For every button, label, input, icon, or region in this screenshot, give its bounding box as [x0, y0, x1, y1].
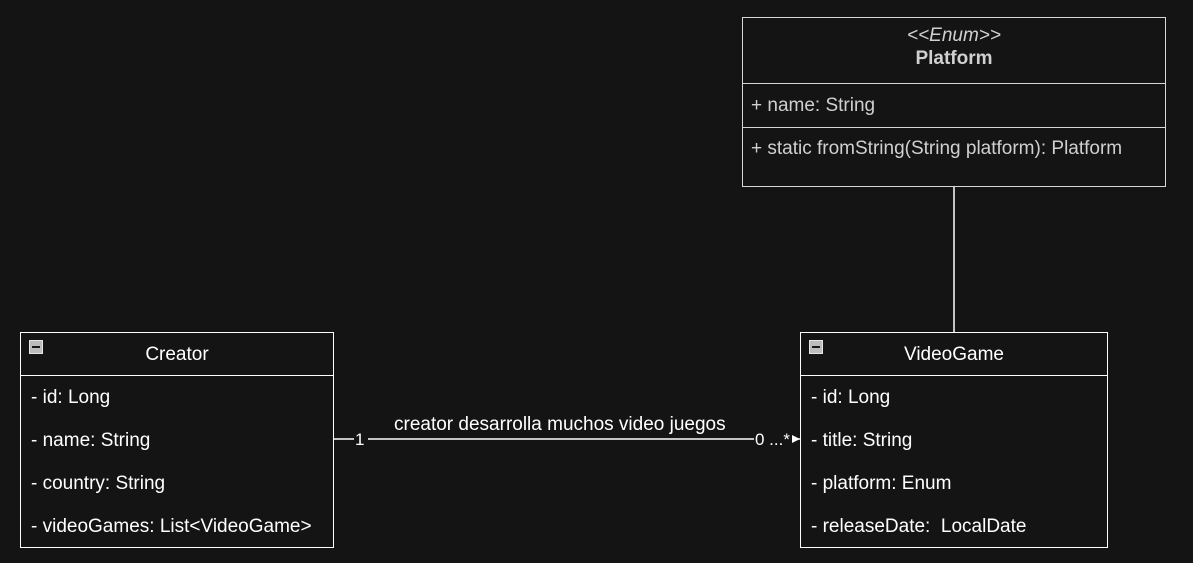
class-attribute: - name: String [31, 430, 151, 451]
creator-class[interactable]: Creator - id: Long - name: String - coun… [20, 332, 334, 548]
platform-enum[interactable]: <<Enum>> Platform + name: String + stati… [742, 17, 1166, 187]
target-multiplicity: 0 ...* [755, 430, 790, 449]
class-name: Creator [145, 344, 209, 365]
enum-attribute: + name: String [743, 84, 1165, 128]
class-attribute: - videoGames: List<VideoGame> [31, 516, 312, 537]
source-multiplicity: 1 [355, 430, 365, 449]
collapse-icon[interactable] [29, 340, 43, 354]
creator-class-header: Creator [21, 333, 333, 376]
class-attribute: - id: Long [811, 387, 891, 408]
videogame-attributes: - id: Long - title: String - platform: E… [801, 376, 1107, 548]
videogame-class[interactable]: VideoGame - id: Long - title: String - p… [800, 332, 1108, 548]
enum-name: Platform [915, 48, 993, 69]
collapse-icon[interactable] [809, 340, 823, 354]
class-attribute: - country: String [31, 473, 166, 494]
videogame-class-header: VideoGame [801, 333, 1107, 376]
class-name: VideoGame [904, 344, 1004, 365]
class-attribute: - releaseDate: LocalDate [811, 516, 1027, 537]
association-arrowhead [792, 435, 800, 443]
enum-operation: + static fromString(String platform): Pl… [751, 138, 1123, 159]
class-attribute: - id: Long [31, 387, 111, 408]
class-attribute: - title: String [811, 430, 913, 451]
class-attribute: - platform: Enum [811, 473, 952, 494]
creator-attributes: - id: Long - name: String - country: Str… [21, 376, 333, 548]
association-label: creator desarrolla muchos video juegos [394, 414, 726, 435]
platform-enum-header: <<Enum>> Platform [743, 18, 1165, 84]
enum-stereotype: <<Enum>> [906, 25, 1002, 46]
